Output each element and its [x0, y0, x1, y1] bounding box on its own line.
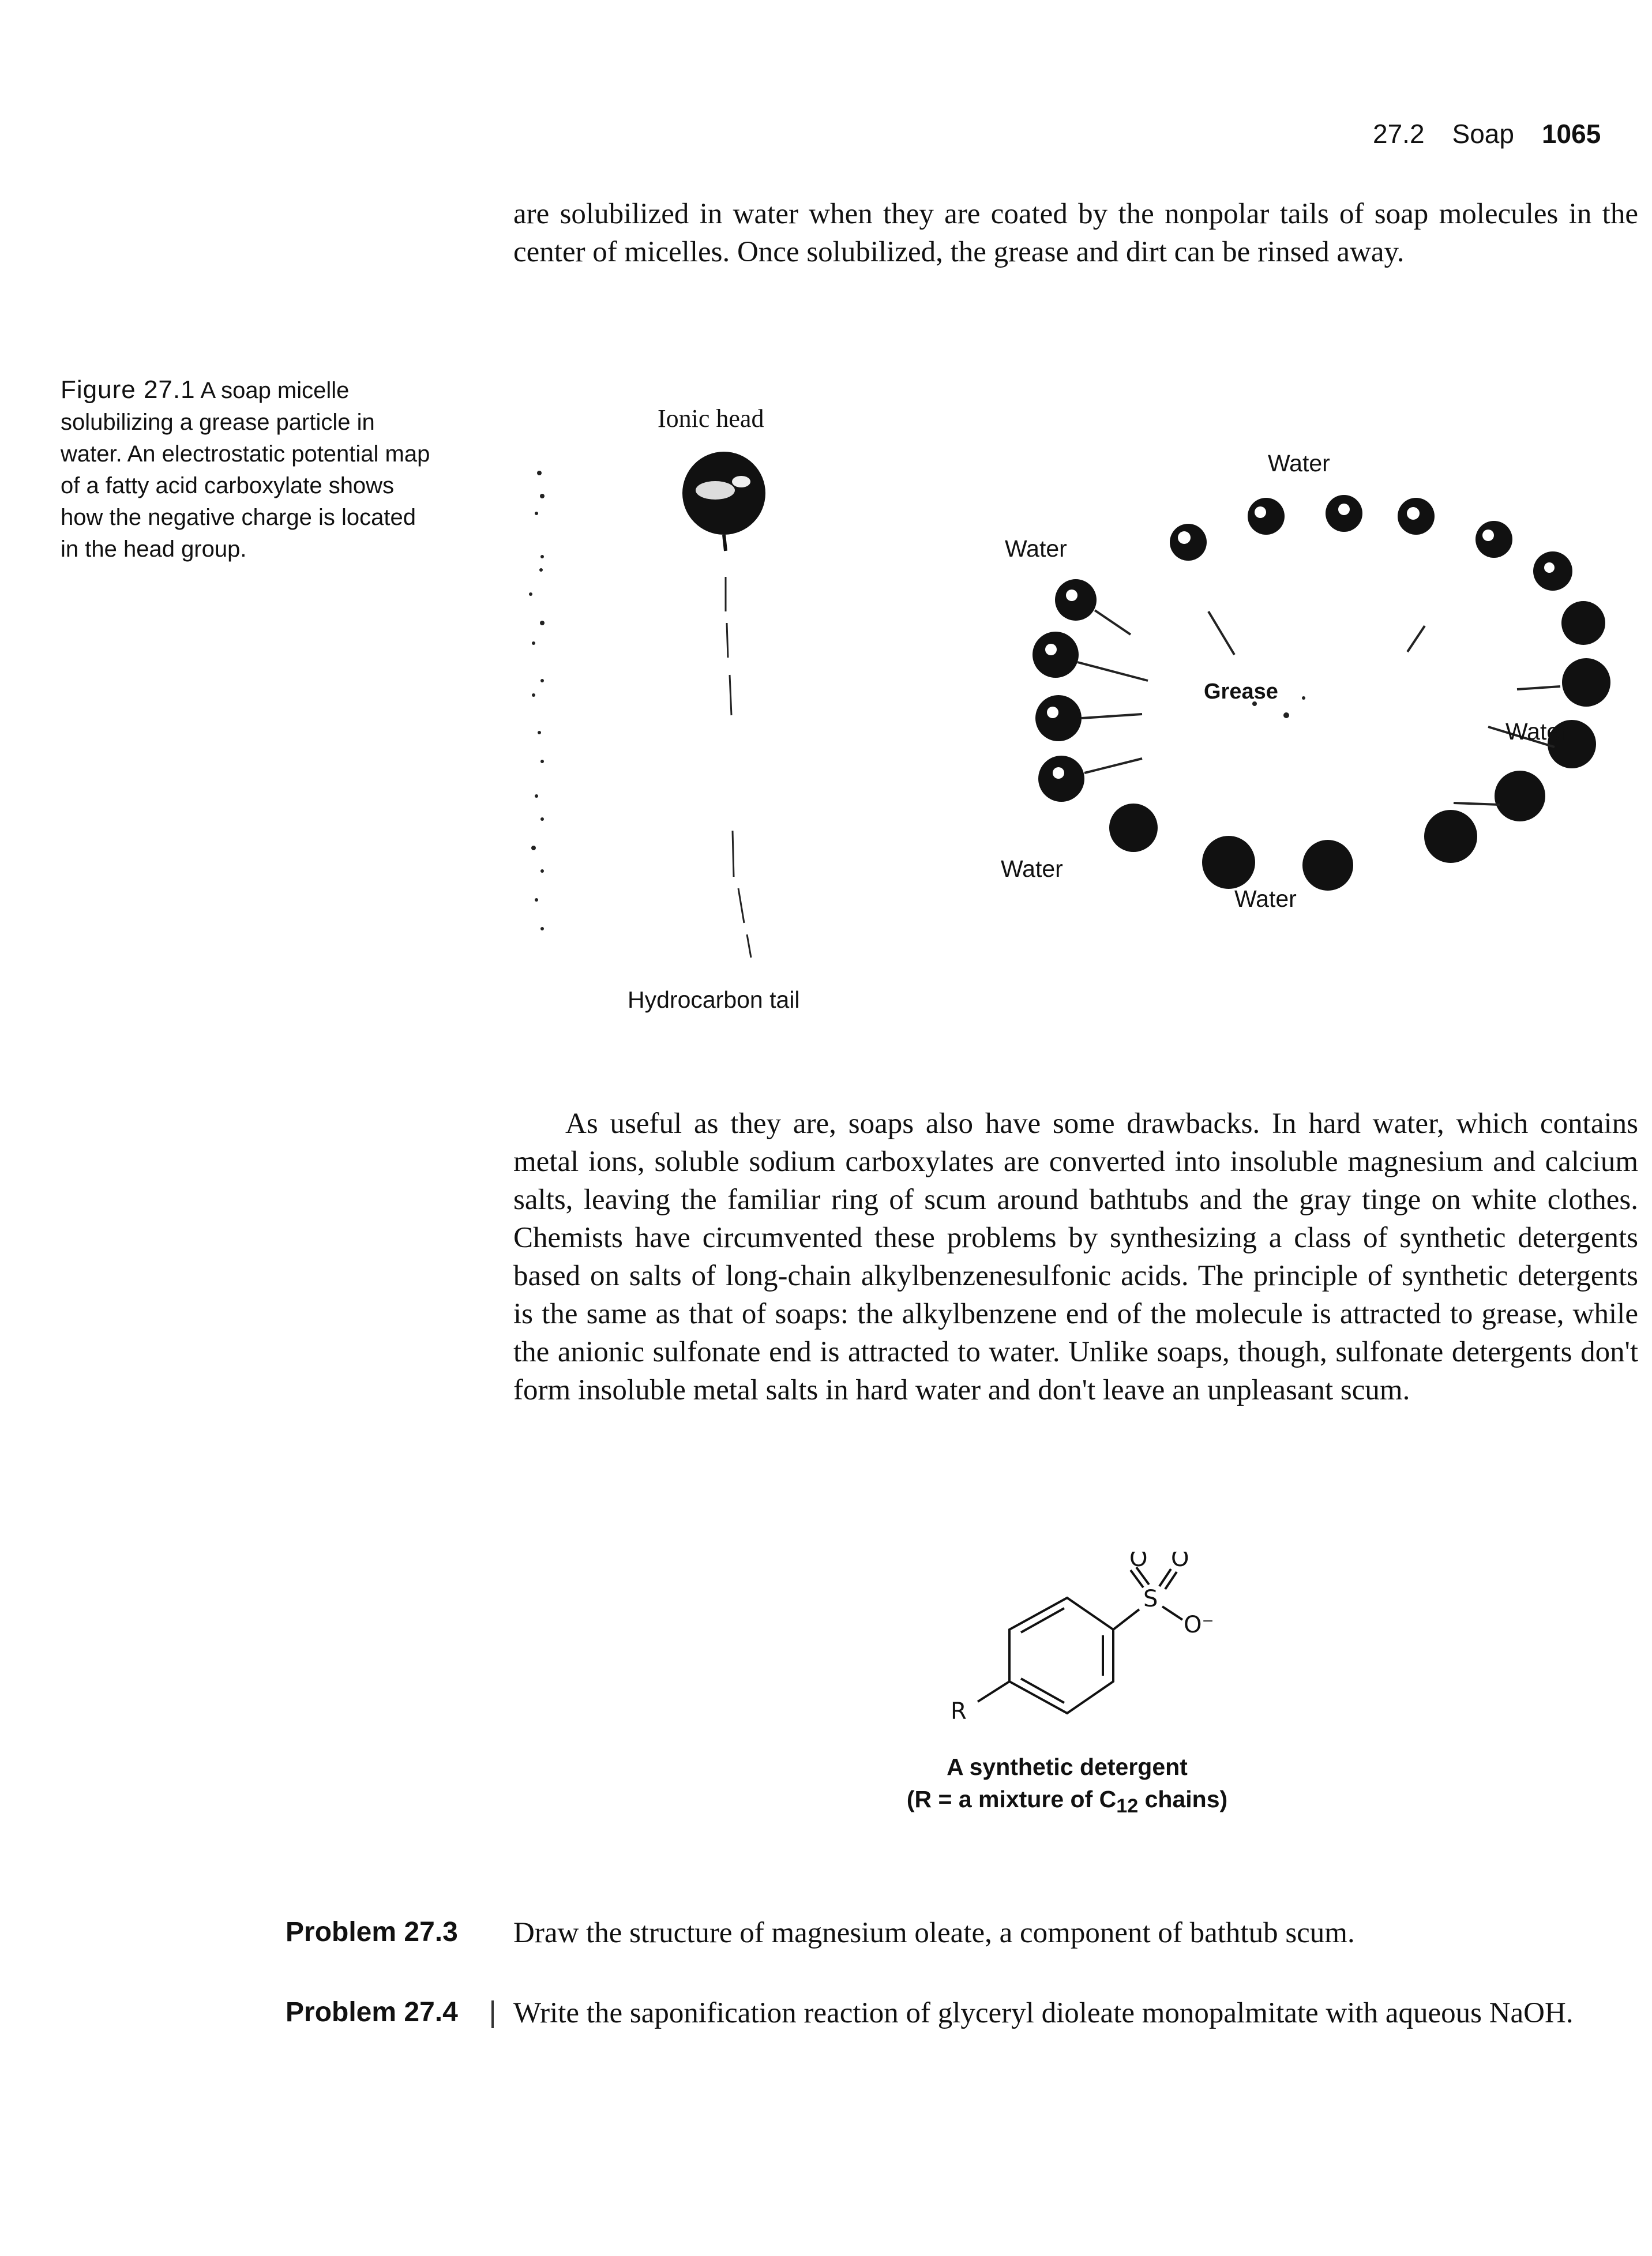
hydrocarbon-tail-label: Hydrocarbon tail	[628, 986, 800, 1013]
detergent-caption-line2: (R = a mixture of C12 chains)	[906, 1786, 1228, 1818]
running-header: 27.2 Soap 1065	[1373, 118, 1601, 153]
atom-s: S	[1143, 1586, 1158, 1612]
detergent-caption: A synthetic detergent (R = a mixture of …	[831, 1751, 1304, 1822]
water-label-top: Water	[1268, 450, 1330, 476]
water-label-bottom-left: Water	[1001, 855, 1063, 882]
micelle-ring	[1032, 495, 1610, 891]
problem-27-4-label: Problem 27.4	[286, 1997, 458, 2028]
section-number: 27.2	[1373, 119, 1425, 149]
intro-paragraph: are solubilized in water when they are c…	[513, 198, 1638, 268]
detergent-caption-line1: A synthetic detergent	[947, 1754, 1188, 1780]
section-title: Soap	[1452, 119, 1514, 149]
page-number: 1065	[1541, 119, 1601, 149]
water-label-right: Water	[1505, 718, 1568, 745]
soap-molecule	[682, 452, 765, 958]
hydrocarbon-tail	[724, 577, 752, 958]
atom-o1: O	[1129, 1552, 1147, 1572]
figure-caption: Figure 27.1 A soap micelle solubilizing …	[61, 374, 435, 565]
figure-caption-text: A soap micelle solubilizing a grease par…	[61, 378, 430, 562]
problem-marker-bar	[491, 2000, 494, 2028]
detergent-structure: O O S O⁻ R	[951, 1552, 1214, 1725]
grease-label: Grease	[1204, 680, 1278, 704]
problem-27-3-text: Draw the structure of magnesium oleate, …	[513, 1917, 1355, 1949]
atom-o-minus: O⁻	[1184, 1612, 1214, 1638]
ionic-head-label: Ionic head	[658, 404, 764, 433]
atom-r: R	[951, 1698, 967, 1725]
atom-o2: O	[1171, 1552, 1189, 1572]
problem-27-3-label: Problem 27.3	[286, 1917, 458, 1947]
scatter-dots	[529, 471, 545, 930]
figure-label: Figure 27.1	[61, 376, 196, 404]
water-label-bottom: Water	[1234, 885, 1297, 912]
benzene-ring	[1008, 1596, 1114, 1715]
micelle-figure	[529, 452, 1610, 958]
problem-27-4-text: Write the saponification reaction of gly…	[513, 1997, 1574, 2029]
water-label-left: Water	[1005, 535, 1067, 562]
main-paragraph: As useful as they are, soaps also have s…	[513, 1108, 1638, 1406]
